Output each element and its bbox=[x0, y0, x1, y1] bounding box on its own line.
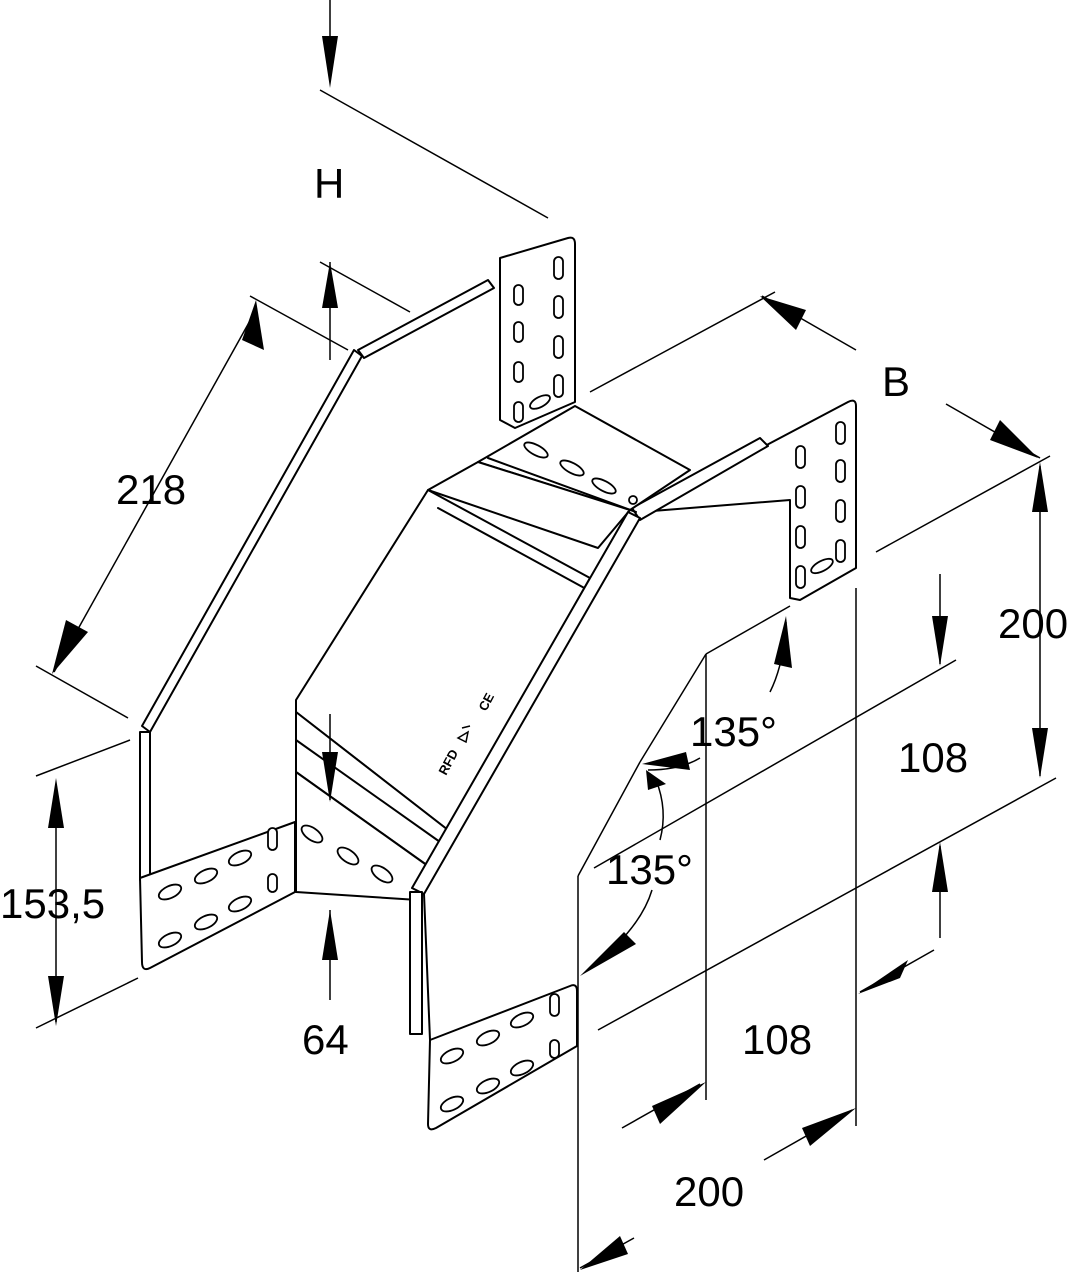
left-sloped-side-rail bbox=[141, 349, 363, 733]
right-vertical-rail bbox=[409, 891, 423, 1035]
label-108-bottom: 108 bbox=[742, 1016, 812, 1063]
label-200-bottom: 200 bbox=[674, 1168, 744, 1215]
label-200-right: 200 bbox=[998, 600, 1068, 647]
label-b: B bbox=[882, 358, 910, 405]
rear-end-plate-holes bbox=[513, 256, 564, 423]
left-vertical-rail bbox=[139, 731, 151, 881]
label-218: 218 bbox=[116, 466, 186, 513]
right-lower-end-plate bbox=[427, 984, 578, 1131]
rear-bottom-slots bbox=[523, 441, 638, 505]
right-lower-plate-holes bbox=[439, 993, 560, 1113]
label-h: H bbox=[314, 160, 344, 207]
label-angle-upper: 135° bbox=[690, 708, 777, 755]
dimension-labels: H B 218 153,5 64 200 108 108 200 135° 13… bbox=[0, 160, 1068, 1215]
left-lower-plate-holes bbox=[157, 827, 278, 949]
left-upper-side-rail bbox=[357, 279, 495, 359]
label-108-right: 108 bbox=[898, 734, 968, 781]
upper-bottom-section bbox=[427, 461, 631, 549]
front-lower-slots bbox=[300, 824, 394, 884]
right-upper-plate-holes bbox=[795, 421, 846, 589]
cable-tray-reducer: RFD CE bbox=[139, 236, 857, 1131]
label-153-5: 153,5 bbox=[0, 880, 105, 927]
recycle-icon bbox=[456, 725, 471, 744]
label-angle-lower: 135° bbox=[606, 846, 693, 893]
dimension-arrowheads bbox=[48, 36, 1048, 1270]
label-64: 64 bbox=[302, 1016, 349, 1063]
